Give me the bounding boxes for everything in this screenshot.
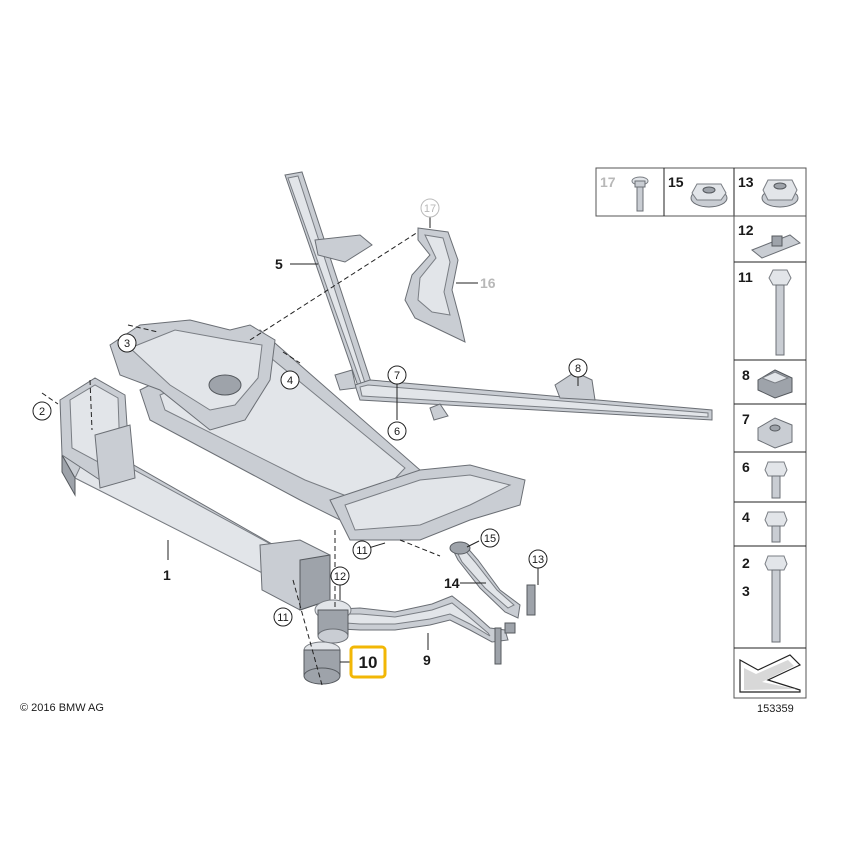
- diagram-number: 153359: [757, 703, 794, 715]
- callout-15: 15: [480, 528, 500, 548]
- callout-1: 1: [163, 567, 171, 583]
- callout-14: 14: [444, 575, 460, 591]
- callout-7: 7: [387, 365, 407, 385]
- svg-text:3: 3: [124, 338, 130, 350]
- svg-text:6: 6: [394, 426, 400, 438]
- panel-label-3: 3: [742, 583, 750, 599]
- svg-text:2: 2: [39, 406, 45, 418]
- bushing-12[interactable]: [314, 599, 352, 644]
- panel-label-12: 12: [738, 222, 754, 238]
- callout-9: 9: [423, 652, 431, 668]
- panel-label-13: 13: [738, 174, 754, 190]
- svg-text:4: 4: [287, 375, 293, 387]
- tension-strut[interactable]: [449, 541, 536, 619]
- assembly-lines: [41, 231, 441, 686]
- panel-label-17: 17: [600, 174, 616, 190]
- callout-6: 6: [387, 421, 407, 441]
- panel-label-7: 7: [742, 411, 750, 427]
- callout-5: 5: [275, 256, 283, 272]
- callout-11b: 11: [273, 607, 293, 627]
- panel-label-4: 4: [742, 509, 750, 525]
- svg-text:10: 10: [359, 653, 378, 672]
- nut-15[interactable]: [690, 183, 728, 208]
- panel-label-11: 11: [738, 269, 753, 285]
- callout-10-highlight[interactable]: 10: [349, 645, 387, 679]
- callout-11a: 11: [352, 540, 372, 560]
- callout-8: 8: [568, 358, 588, 378]
- svg-text:13: 13: [532, 554, 544, 566]
- callout-12: 12: [330, 566, 350, 586]
- callout-3: 3: [117, 333, 137, 353]
- svg-text:11: 11: [356, 545, 367, 557]
- panel-label-6: 6: [742, 459, 750, 475]
- svg-text:7: 7: [394, 370, 400, 382]
- panel-label-8: 8: [742, 367, 750, 383]
- callout-16: 16: [480, 275, 496, 291]
- nut-13[interactable]: [761, 179, 799, 208]
- svg-text:11: 11: [277, 612, 288, 624]
- callout-17: 17: [420, 198, 440, 218]
- callout-13: 13: [528, 549, 548, 569]
- svg-text:8: 8: [575, 363, 581, 375]
- bolt-2-3[interactable]: [764, 555, 788, 643]
- bolt-4[interactable]: [764, 511, 788, 543]
- nut-12[interactable]: [751, 234, 801, 259]
- svg-text:15: 15: [484, 533, 496, 545]
- heat-shield[interactable]: [404, 227, 466, 343]
- copyright: © 2016 BMW AG: [20, 702, 104, 714]
- front-axle-subframe[interactable]: [59, 319, 526, 611]
- bolt-11[interactable]: [768, 269, 792, 356]
- screw-17[interactable]: [631, 176, 649, 212]
- bushing-10[interactable]: [303, 641, 341, 685]
- arrow-icon: [739, 654, 802, 693]
- clip-nut-8[interactable]: [757, 369, 793, 399]
- svg-text:17: 17: [424, 203, 436, 215]
- clip-nut-7[interactable]: [757, 417, 793, 449]
- reinforcement-strut[interactable]: [284, 171, 713, 421]
- wishbone[interactable]: [319, 595, 516, 665]
- svg-text:12: 12: [334, 571, 346, 583]
- bolt-6[interactable]: [764, 461, 788, 499]
- callout-2: 2: [32, 401, 52, 421]
- panel-label-2: 2: [742, 555, 750, 571]
- panel-label-15: 15: [668, 174, 684, 190]
- callout-4: 4: [280, 370, 300, 390]
